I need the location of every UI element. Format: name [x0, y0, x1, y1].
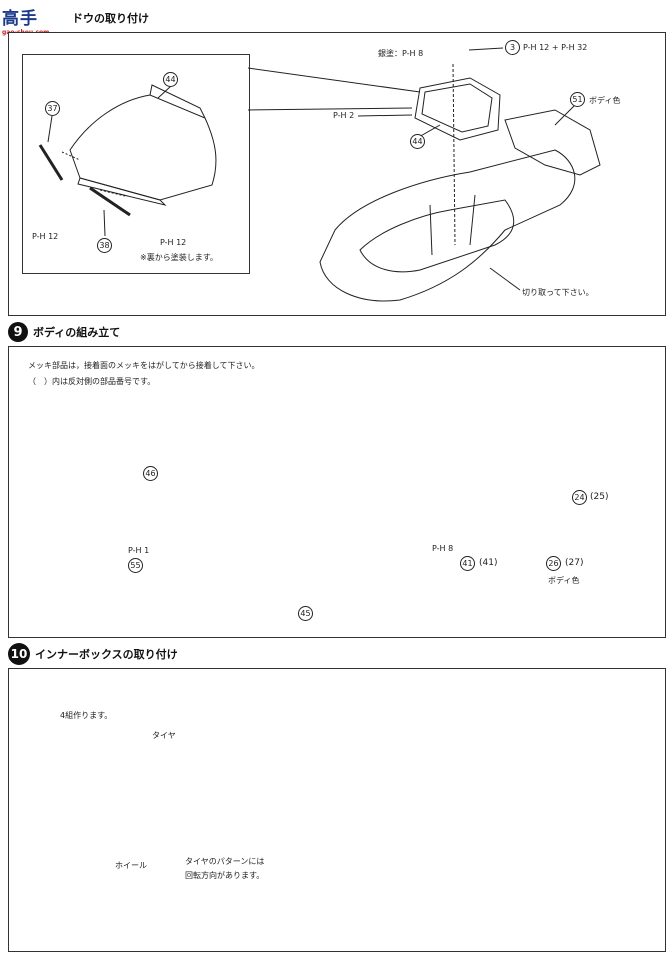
part-51-paint: ボディ色 — [589, 96, 621, 105]
opposite-side-note: （ ）内は反対側の部品番号です。 — [28, 377, 156, 386]
section8-title: ドウの取り付け — [72, 12, 149, 25]
paint-ph12-a: P-H 12 — [32, 232, 59, 241]
tire-label: タイヤ — [152, 731, 176, 740]
body-color-label: ボディ色 — [548, 576, 580, 585]
make-four-note: 4組作ります。 — [60, 711, 113, 720]
back-paint-note: ※裏から塗装します。 — [140, 253, 218, 262]
part-3-paint: P-H 12 + P-H 32 — [523, 43, 588, 52]
part-41b-label: (41) — [479, 558, 498, 568]
paint-ph2: P-H 2 — [333, 111, 355, 120]
paint-ph8: P-H 8 — [432, 544, 454, 553]
part-41-label: 41 — [460, 556, 475, 571]
section10-title: 10 インナーボックスの取り付け — [8, 643, 178, 665]
part-26-label: 26 — [546, 556, 561, 571]
plating-note: メッキ部品は，接着面のメッキをはがしてから接着して下さい。 — [28, 361, 260, 370]
section10-panel — [8, 668, 666, 952]
section9-panel — [8, 346, 666, 638]
tire-pattern-note-2: 回転方向があります。 — [185, 871, 265, 880]
part-37-label: 37 — [45, 101, 60, 116]
part-44-label: 44 — [163, 72, 178, 87]
part-24-label: 24 — [572, 490, 587, 505]
part-3-label: 3 — [505, 40, 520, 55]
part-25-label: (25) — [590, 492, 609, 502]
part-46-label: 46 — [143, 466, 158, 481]
part-51-label: 51 — [570, 92, 585, 107]
part-27-label: (27) — [565, 558, 584, 568]
cut-note: 切り取って下さい。 — [522, 288, 594, 297]
section9-title: 9 ボディの組み立て — [8, 322, 120, 342]
part-38-label: 38 — [97, 238, 112, 253]
logo-main-text: 高手 — [2, 9, 38, 29]
part-45-label: 45 — [298, 606, 313, 621]
paint-ph1: P-H 1 — [128, 546, 150, 555]
tire-pattern-note-1: タイヤのパターンには — [185, 857, 265, 866]
paint-ph12-b: P-H 12 — [160, 238, 187, 247]
windshield-detail-box — [22, 54, 250, 274]
part-55-label: 55 — [128, 558, 143, 573]
wheel-label: ホイール — [115, 861, 147, 870]
section9-number: 9 — [8, 322, 28, 342]
part-44-b-label: 44 — [410, 134, 425, 149]
section10-number: 10 — [8, 643, 30, 665]
silver-paint-label: 銀塗：P-H 8 — [378, 49, 424, 58]
